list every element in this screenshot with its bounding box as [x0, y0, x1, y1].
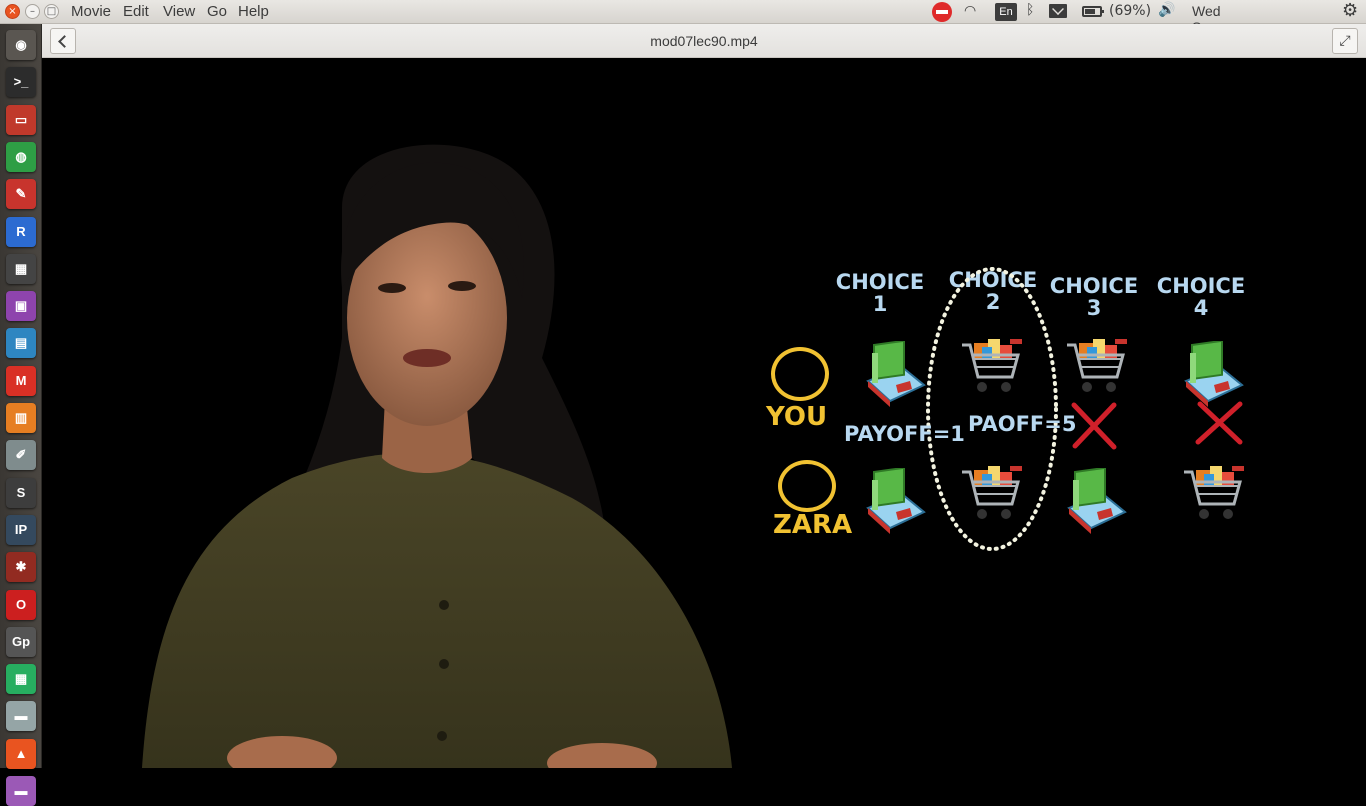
- menu-go[interactable]: Go: [207, 3, 228, 20]
- back-button[interactable]: [50, 28, 76, 54]
- fullscreen-button[interactable]: ⤢: [1332, 28, 1358, 54]
- choice-3-header: CHOICE 3: [1049, 275, 1139, 319]
- gmail-icon[interactable]: M: [6, 365, 36, 396]
- choice-2-number: 2: [985, 290, 1001, 314]
- media-icon[interactable]: ▣: [6, 291, 36, 322]
- dash-icon[interactable]: ◉: [6, 30, 36, 60]
- keyboard-language-icon[interactable]: En: [995, 3, 1017, 21]
- maximize-window-button[interactable]: □: [44, 4, 59, 19]
- choice-4-number: 4: [1193, 296, 1209, 320]
- volume-icon[interactable]: 🔊: [1158, 2, 1176, 18]
- gear-icon[interactable]: ⚙: [1342, 0, 1359, 21]
- cross-mark-choice-3: [1071, 402, 1117, 450]
- you-cart-choice-2: [956, 333, 1026, 403]
- zara-book-choice-3: [1061, 466, 1131, 538]
- cross-mark-choice-4: [1195, 401, 1243, 445]
- no-entry-icon[interactable]: [932, 2, 952, 22]
- player-you-label: YOU: [766, 402, 828, 432]
- player-zara-label: ZARA: [773, 510, 853, 540]
- payoff-choice-1: PAYOFF=1: [844, 422, 965, 446]
- zara-book-choice-1: [860, 466, 930, 538]
- ipython-icon[interactable]: IP: [6, 514, 36, 545]
- menu-edit[interactable]: Edit: [123, 3, 149, 20]
- r-icon[interactable]: R: [6, 216, 36, 247]
- player-header: mod07lec90.mp4 ⤢: [42, 24, 1366, 58]
- presenter-figure: [142, 144, 732, 768]
- video-title: mod07lec90.mp4: [650, 33, 758, 49]
- battery-percentage[interactable]: (69%): [1109, 3, 1152, 19]
- impress-icon[interactable]: ▥: [6, 403, 36, 433]
- battery-level-fill: [1085, 9, 1095, 14]
- close-window-button[interactable]: ×: [5, 4, 20, 19]
- text-editor-icon[interactable]: ✐: [6, 440, 36, 471]
- top-panel: × – □ Movie Edit View Go Help ◠ En ᛒ (69…: [0, 0, 1366, 83]
- choice-1-header: CHOICE 1: [835, 271, 925, 315]
- more-icon[interactable]: ▬: [6, 776, 36, 806]
- writer-icon[interactable]: ▤: [6, 328, 36, 359]
- menu-help[interactable]: Help: [238, 3, 269, 20]
- choice-3-word: CHOICE: [1049, 274, 1139, 298]
- terminal-icon[interactable]: >_: [6, 67, 36, 98]
- zara-cart-choice-4: [1178, 460, 1248, 530]
- bluetooth-icon[interactable]: ᛒ: [1026, 2, 1035, 18]
- choice-4-word: CHOICE: [1156, 274, 1246, 298]
- zara-cart-choice-2: [956, 460, 1026, 530]
- files-icon[interactable]: ▭: [6, 104, 36, 135]
- sublime-icon[interactable]: S: [6, 477, 36, 508]
- calc-icon[interactable]: ▦: [6, 664, 36, 695]
- choice-2-highlight-ellipse: [926, 267, 1058, 551]
- drive-icon[interactable]: ▬: [6, 701, 36, 732]
- wifi-icon[interactable]: ◠: [964, 3, 977, 19]
- document-viewer-icon[interactable]: ✎: [6, 179, 36, 210]
- choice-4-header: CHOICE 4: [1156, 275, 1246, 319]
- menu-movie[interactable]: Movie: [71, 3, 112, 20]
- mail-icon[interactable]: [1049, 4, 1067, 18]
- launcher: ◉ >_ ▭ ◍ ✎ R ▦ ▣ ▤ M ▥ ✐ S IP ✱ O Gp ▦ ▬ ▲ ▬: [0, 24, 42, 806]
- zara-circle: [778, 460, 836, 512]
- network-icon[interactable]: ✱: [6, 552, 36, 583]
- opera-icon[interactable]: O: [6, 589, 36, 620]
- minimize-window-button[interactable]: –: [25, 4, 40, 19]
- choice-1-word: CHOICE: [835, 270, 925, 294]
- you-circle: [771, 347, 829, 401]
- software-icon[interactable]: ▲: [6, 738, 36, 769]
- choice-1-number: 1: [872, 292, 888, 316]
- battery-icon[interactable]: [1082, 6, 1104, 17]
- payoff-choice-2: PAOFF=5: [968, 412, 1077, 436]
- video-frame[interactable]: CHOICE 1 CHOICE 2 CHOICE 3 CHOICE 4 YOU …: [42, 58, 1366, 768]
- choice-3-number: 3: [1086, 296, 1102, 320]
- video-editor-icon[interactable]: ▦: [6, 253, 36, 284]
- gp-icon[interactable]: Gp: [6, 626, 36, 657]
- you-cart-choice-3: [1061, 333, 1131, 403]
- chrome-icon[interactable]: ◍: [6, 141, 36, 172]
- menu-view[interactable]: View: [163, 3, 196, 20]
- you-book-choice-4: [1178, 339, 1248, 411]
- you-book-choice-1: [860, 339, 930, 411]
